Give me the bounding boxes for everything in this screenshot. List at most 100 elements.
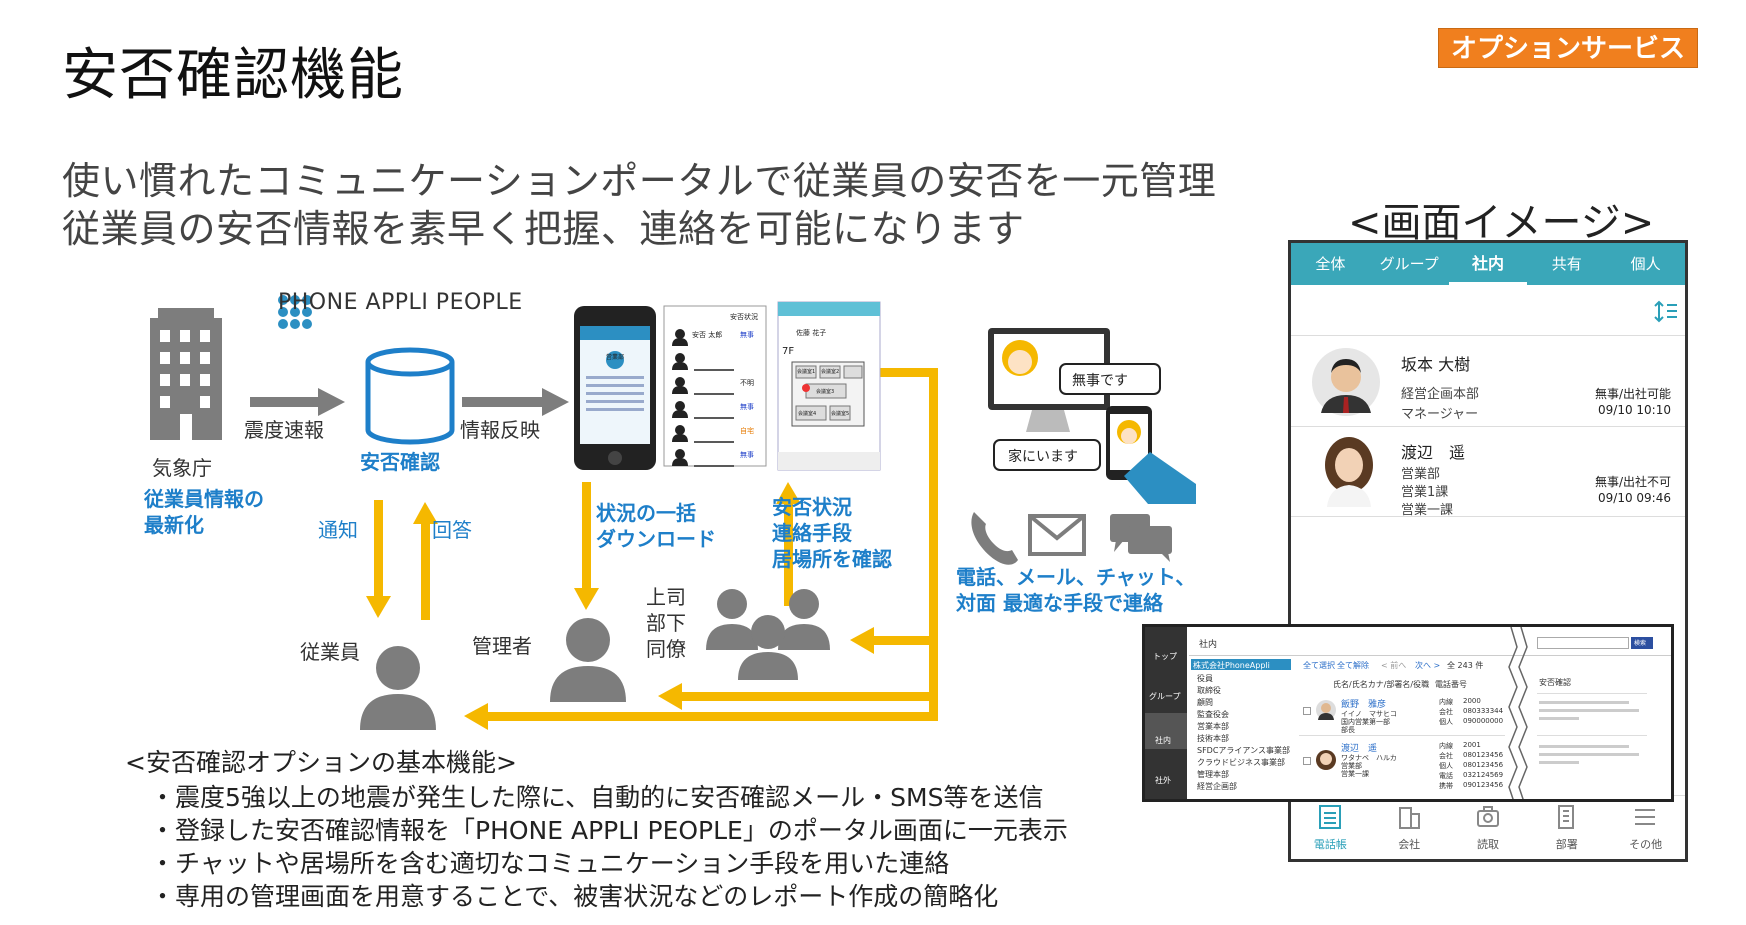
sort-icon[interactable] <box>1653 299 1679 325</box>
contact-row[interactable]: 坂本 大樹 経営企画本部 マネージャー 無事/出社可能 09/10 10:10 <box>1291 337 1685 427</box>
pc-search-button[interactable]: 検索 <box>1634 640 1647 647</box>
tree-item[interactable]: 監査役会 <box>1197 710 1229 719</box>
brand-logo-icon <box>278 295 312 329</box>
nav-company-label: 会社 <box>1398 838 1421 851</box>
person-title: マネージャー <box>1401 407 1479 422</box>
lead-line-2: 従業員の安否情報を素早く把握、連絡を可能になります <box>62 207 1025 251</box>
chat-icon <box>1110 514 1172 562</box>
pc-sidebar: トップ グループ 社内 社外 <box>1145 627 1187 799</box>
tab-all[interactable]: 全体 <box>1315 255 1346 273</box>
menu-icon <box>1635 809 1656 825</box>
safety-panel-title: 安否確認 <box>1539 678 1571 687</box>
pc-company[interactable]: 株式会社PhoneAppli <box>1193 661 1270 670</box>
select-all-link[interactable]: 全て選択 <box>1303 661 1335 670</box>
tab-internal[interactable]: 社内 <box>1448 243 1528 285</box>
tree-item[interactable]: SFDCアライアンス事業部 <box>1197 746 1290 755</box>
group-people-icon <box>706 589 830 680</box>
tree-item[interactable]: 顧問 <box>1197 698 1213 707</box>
answer-label: 回答 <box>432 518 472 542</box>
phone-number[interactable]: 032124569 <box>1463 771 1504 779</box>
pc-search-input[interactable] <box>1537 637 1629 649</box>
side-group[interactable]: グループ <box>1149 692 1181 701</box>
nav-other-label: その他 <box>1629 838 1663 851</box>
sheet-header: 安否状況 <box>730 313 758 321</box>
phone-number[interactable]: 080123456 <box>1463 751 1504 759</box>
arrow-download <box>574 482 599 610</box>
deselect-all-link[interactable]: 全て解除 <box>1337 661 1369 670</box>
contact-label: 電話、メール、チャット、 対面 最適な手段で連絡 <box>956 565 1196 615</box>
side-external[interactable]: 社外 <box>1155 776 1171 785</box>
phone-number[interactable]: 2001 <box>1463 741 1481 749</box>
phone-label: 携帯 <box>1439 782 1453 790</box>
room-5: 会議室5 <box>831 411 850 417</box>
features-title: <安否確認オプションの基本機能> <box>125 748 517 777</box>
tree-item[interactable]: 役員 <box>1197 674 1213 683</box>
smartphone-mock <box>574 306 656 470</box>
tab-shared[interactable]: 共有 <box>1551 255 1582 273</box>
nav-phonebook[interactable]: 電話帳 <box>1291 796 1370 859</box>
option-service-badge: オプションサービス <box>1438 28 1698 68</box>
nav-scan-label: 読取 <box>1476 838 1499 851</box>
phone-number[interactable]: 080123456 <box>1463 761 1504 769</box>
phone-dept: 営業部 <box>606 354 625 361</box>
arrow-answer <box>413 502 438 620</box>
tab-personal[interactable]: 個人 <box>1630 255 1661 273</box>
tree-item[interactable]: 管理本部 <box>1197 770 1229 779</box>
manager-label: 管理者 <box>472 634 532 658</box>
row-title: 営業一課 <box>1341 770 1369 778</box>
arrow-notify <box>366 500 391 618</box>
nav-scan[interactable]: 読取 <box>1449 796 1528 859</box>
tree-item[interactable]: 取締役 <box>1197 686 1221 695</box>
bubble-safe-text: 無事です <box>1072 373 1128 389</box>
page-title: 安否確認機能 <box>62 43 404 108</box>
result-count: 全 243 件 <box>1447 661 1484 670</box>
row-name[interactable]: 飯野 雅彦 <box>1341 700 1387 710</box>
person-section-2: 営業一課 <box>1401 503 1454 518</box>
avatar <box>1325 437 1373 507</box>
nav-company[interactable]: 会社 <box>1370 796 1449 859</box>
avatar <box>1316 750 1336 770</box>
prev-link[interactable]: < 前へ <box>1381 661 1407 670</box>
phone-label: 会社 <box>1439 708 1453 716</box>
phone-number[interactable]: 090000000 <box>1463 717 1504 725</box>
next-link[interactable]: 次へ > <box>1415 661 1441 670</box>
phone-number[interactable]: 090123456 <box>1463 781 1504 789</box>
tab-group[interactable]: グループ <box>1379 255 1439 273</box>
nav-department[interactable]: 部署 <box>1527 796 1606 859</box>
bubble-home-text: 家にいます <box>1008 449 1078 465</box>
sheet-status-5: 自宅 <box>740 427 754 435</box>
notify-label: 通知 <box>318 518 358 542</box>
phone-number[interactable]: 080333344 <box>1463 707 1504 715</box>
pc-breadcrumb[interactable]: 社内 <box>1199 640 1218 650</box>
sheet-status-1: 無事 <box>740 331 754 339</box>
phone-label: 個人 <box>1439 762 1453 770</box>
floor-map-mock <box>777 301 881 471</box>
row-dept: 国内営業第一部 <box>1341 718 1390 726</box>
side-top[interactable]: トップ <box>1153 652 1177 661</box>
phone-handset-icon <box>971 512 1018 565</box>
phonebook-icon <box>1319 805 1341 829</box>
screen-image-title: <画面イメージ> <box>1348 200 1655 246</box>
nav-other[interactable]: その他 <box>1606 796 1685 859</box>
tree-item[interactable]: 技術本部 <box>1197 734 1229 743</box>
employee-update-label: 従業員情報の 最新化 <box>144 487 264 537</box>
quake-report-label: 震度速報 <box>244 418 324 442</box>
tree-item[interactable]: 経営企画部 <box>1197 782 1237 791</box>
sheet-status-3: 不明 <box>740 379 754 387</box>
speech-bubble-safe <box>1059 363 1161 395</box>
building-icon <box>150 308 222 440</box>
row-name[interactable]: 渡辺 遥 <box>1341 744 1378 754</box>
side-internal[interactable]: 社内 <box>1155 736 1171 745</box>
group-label: 上司 部下 同僚 <box>646 585 686 661</box>
brand-name: PHONE APPLI PEOPLE <box>278 290 523 315</box>
pc-portal-screen: トップ グループ 社内 社外 社内 株式会社PhoneAppli 役員 取締役 … <box>1142 624 1674 802</box>
tree-item[interactable]: 営業本部 <box>1197 722 1229 731</box>
contact-row[interactable]: 渡辺 遥 営業部 営業1課 営業一課 無事/出社不可 09/10 09:46 <box>1291 427 1685 518</box>
feature-item: ・震度5強以上の地震が発生した際に、自動的に安否確認メール・SMS等を送信 <box>150 783 1044 812</box>
room-2: 会議室2 <box>821 369 840 375</box>
phone-number[interactable]: 2000 <box>1463 697 1481 705</box>
tree-item[interactable]: クラウドビジネス事業部 <box>1197 758 1285 767</box>
department-icon <box>1558 805 1575 829</box>
arrow-check <box>776 482 801 606</box>
feature-item: ・登録した安否確認情報を「PHONE APPLI PEOPLE」のポータル画面に… <box>150 816 1068 845</box>
